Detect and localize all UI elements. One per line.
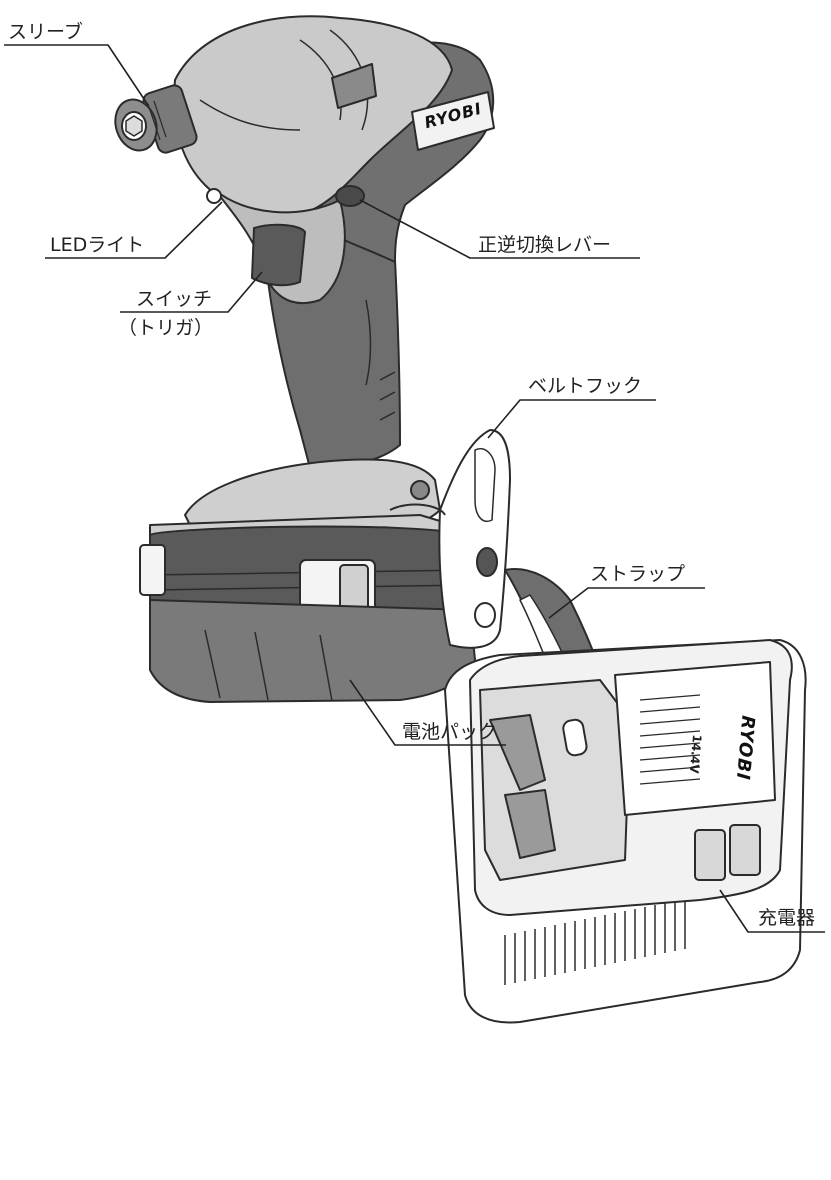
sleeve-part [114,84,198,154]
brand-plate [411,91,495,151]
label-direction-lever: 正逆切換レバー [478,234,612,256]
label-sleeve: スリーブ [8,21,83,43]
driver-head [173,15,453,218]
belt-hook-part [389,429,511,649]
battery-pack-part [149,599,476,703]
led-light-part [206,188,222,204]
label-belt-hook: ベルトフック [528,375,643,397]
impact-driver [114,15,495,703]
label-led-light: LEDライト [50,234,145,256]
direction-lever-part [335,185,365,207]
charger-voltage: 14.4V [686,734,705,774]
label-strap: ストラップ [590,563,686,585]
leader-lines [4,44,825,933]
label-switch: スイッチ [136,288,213,310]
charger-part [444,639,807,1024]
head-vent [331,63,377,109]
label-charger: 充電器 [758,907,816,929]
label-trigger: （トリガ） [118,317,214,339]
label-battery-pack: 電池パック [402,721,498,743]
trigger-part [251,223,306,287]
